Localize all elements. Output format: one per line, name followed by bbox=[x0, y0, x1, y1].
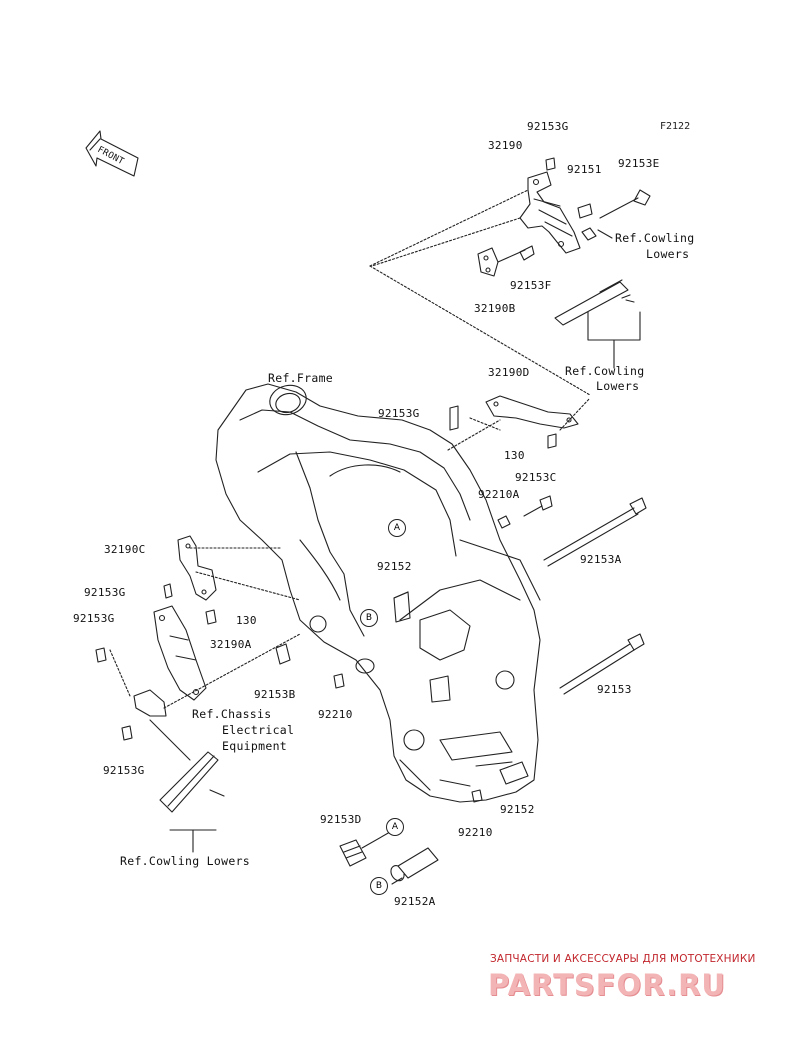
label-ref-chassis-3: Equipment bbox=[222, 739, 288, 753]
upper-bracket-assembly bbox=[477, 157, 651, 326]
marker-a-bottom: A bbox=[386, 818, 404, 836]
front-arrow-icon bbox=[85, 130, 139, 177]
label-92210-bot: 92210 bbox=[458, 826, 493, 839]
label-ref-frame: Ref.Frame bbox=[268, 371, 334, 385]
figure-code: F2122 bbox=[660, 121, 691, 132]
label-92153g-left2: 92153G bbox=[73, 612, 115, 625]
label-32190a: 32190A bbox=[210, 638, 252, 651]
upper-dashed-callout bbox=[369, 189, 591, 396]
label-ref-cowling-2: Ref.Cowling bbox=[565, 364, 645, 378]
label-92153: 92153 bbox=[597, 683, 632, 696]
label-32190b: 32190B bbox=[474, 302, 516, 315]
label-92151: 92151 bbox=[567, 163, 602, 176]
marker-b-bottom: B bbox=[370, 877, 388, 895]
lower-cowling-stay bbox=[159, 751, 225, 813]
label-92153g-left: 92153G bbox=[84, 586, 126, 599]
left-bracket-assembly bbox=[95, 535, 345, 741]
collar-92152 bbox=[471, 761, 529, 803]
label-ref-cowling-1: Ref.Cowling bbox=[615, 231, 695, 245]
label-32190c: 32190C bbox=[104, 543, 146, 556]
marker-a-frame: A bbox=[388, 519, 406, 537]
label-92153g-mid: 92153G bbox=[378, 407, 420, 420]
label-92153c: 92153C bbox=[515, 471, 557, 484]
main-frame bbox=[215, 383, 541, 803]
label-ref-cowling-lowers: Ref.Cowling Lowers bbox=[120, 854, 251, 868]
label-92153d: 92153D bbox=[320, 813, 362, 826]
bolt-92153 bbox=[559, 633, 645, 695]
watermark-tagline: ЗАПЧАСТИ И АКСЕССУАРЫ ДЛЯ МОТОТЕХНИКИ bbox=[490, 953, 756, 965]
label-32190-top: 32190 bbox=[488, 139, 523, 152]
damper-92153d bbox=[339, 831, 391, 867]
label-92153e: 92153E bbox=[618, 157, 660, 170]
label-130-top: 130 bbox=[504, 449, 525, 462]
marker-b-frame: B bbox=[360, 609, 378, 627]
bolt-92153a bbox=[543, 497, 647, 567]
label-92152-right: 92152 bbox=[500, 803, 535, 816]
label-92153b: 92153B bbox=[254, 688, 296, 701]
label-32190d: 32190D bbox=[488, 366, 530, 379]
label-ref-chassis-1: Ref.Chassis bbox=[192, 707, 272, 721]
label-92210: 92210 bbox=[318, 708, 353, 721]
label-92153a: 92153A bbox=[580, 553, 622, 566]
label-92153g-bot: 92153G bbox=[103, 764, 145, 777]
label-lowers-2: Lowers bbox=[596, 379, 640, 393]
mid-bracket-32190d bbox=[449, 395, 579, 449]
label-ref-chassis-2: Electrical bbox=[222, 723, 295, 737]
label-92152-mid: 92152 bbox=[377, 560, 412, 573]
label-92153g-top: 92153G bbox=[527, 120, 569, 133]
label-92153f: 92153F bbox=[510, 279, 552, 292]
label-92152a: 92152A bbox=[394, 895, 436, 908]
label-130-left: 130 bbox=[236, 614, 257, 627]
label-lowers-1: Lowers bbox=[646, 247, 690, 261]
collar-92152a bbox=[390, 847, 439, 885]
label-92210a: 92210A bbox=[478, 488, 520, 501]
watermark-logo: PARTSFOR.RU bbox=[488, 968, 726, 1002]
